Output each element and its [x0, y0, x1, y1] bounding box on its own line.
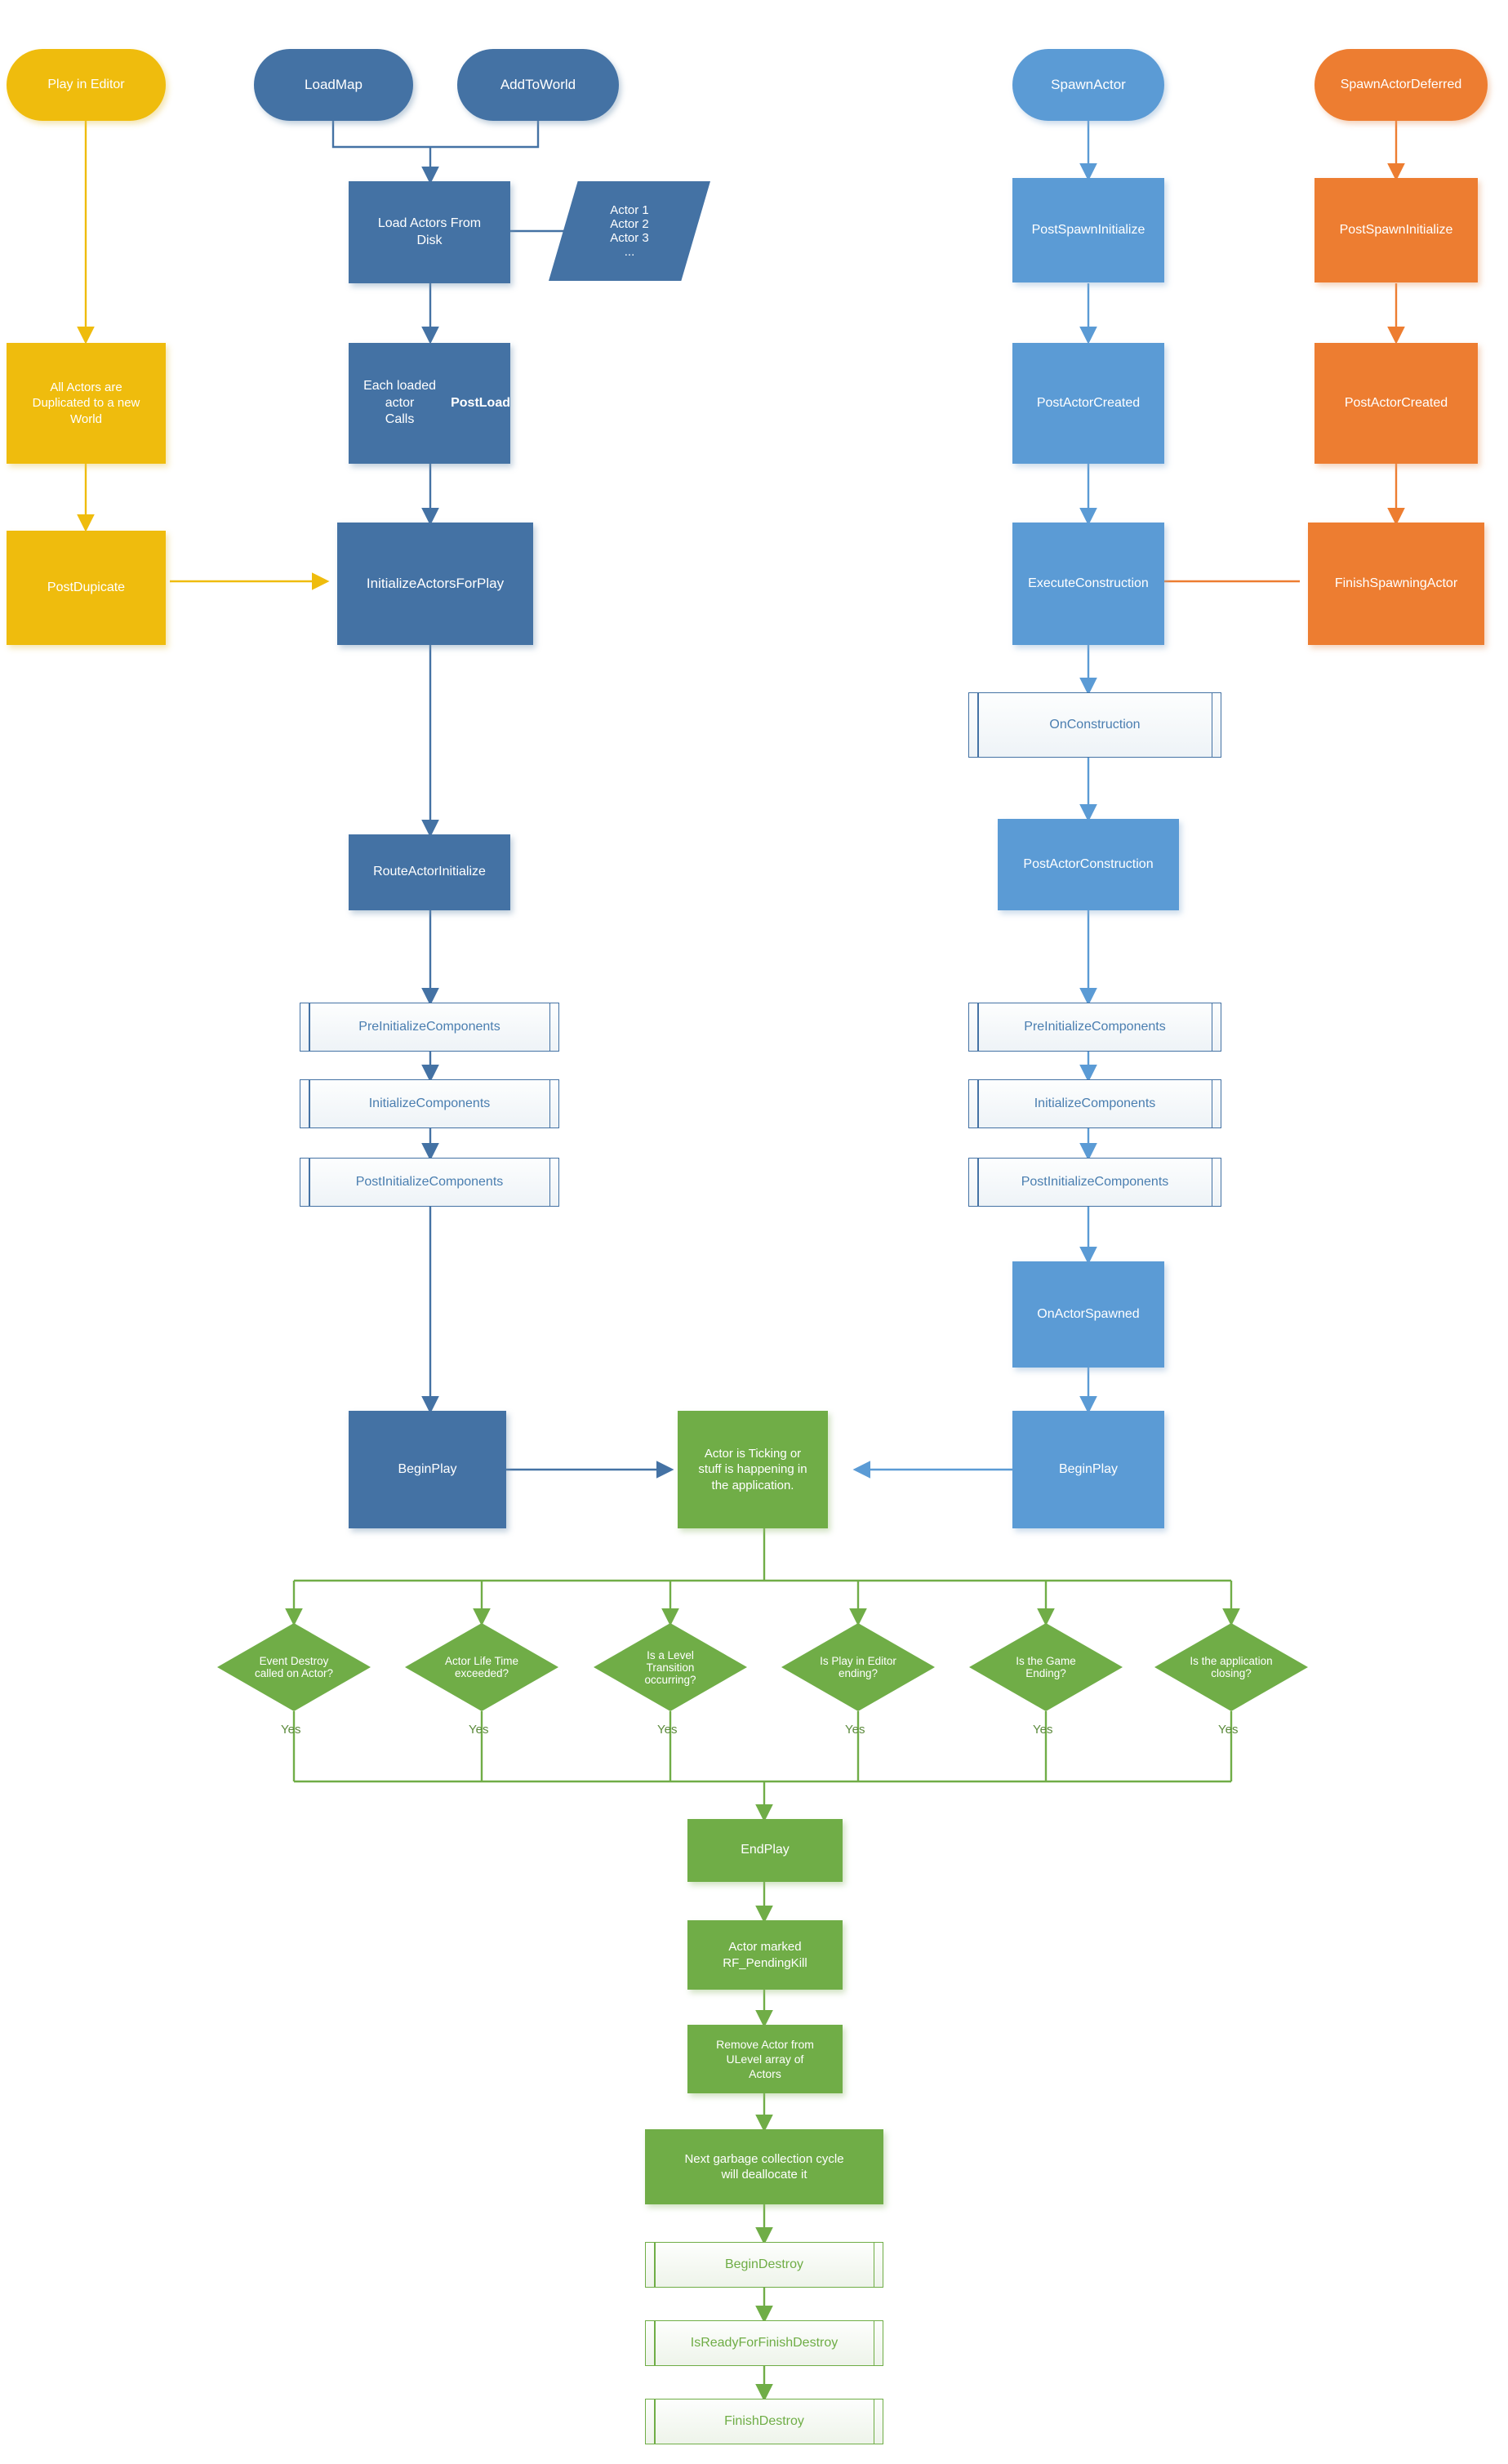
node-post-initialize-components-left[interactable]: PostInitializeComponents	[300, 1158, 559, 1207]
node-initialize-components-left[interactable]: InitializeComponents	[300, 1079, 559, 1128]
node-load-actors-from-disk[interactable]: Load Actors From Disk	[349, 181, 510, 283]
node-next-gc-cycle[interactable]: Next garbage collection cycle will deall…	[645, 2129, 883, 2204]
node-begin-play-left[interactable]: BeginPlay	[349, 1411, 506, 1528]
terminator-addtoworld[interactable]: AddToWorld	[457, 49, 619, 121]
decision-level-transition[interactable]: Is a Level Transition occurring?	[594, 1623, 747, 1711]
node-actor-is-ticking[interactable]: Actor is Ticking or stuff is happening i…	[678, 1411, 828, 1528]
yes-label-play-in-editor-ending: Yes	[845, 1723, 865, 1737]
node-execute-construction[interactable]: ExecuteConstruction	[1012, 523, 1164, 645]
node-post-spawn-initialize-orange[interactable]: PostSpawnInitialize	[1314, 178, 1478, 282]
node-actor-marked-pendingkill[interactable]: Actor marked RF_PendingKill	[687, 1920, 843, 1990]
decision-game-ending[interactable]: Is the Game Ending?	[969, 1623, 1123, 1711]
decision-event-destroy[interactable]: Event Destroy called on Actor?	[217, 1623, 371, 1711]
node-initialize-actors-for-play[interactable]: InitializeActorsForPlay	[337, 523, 533, 645]
node-pre-initialize-components-right[interactable]: PreInitializeComponents	[968, 1003, 1221, 1052]
yes-label-actor-life-time: Yes	[469, 1723, 489, 1737]
node-post-duplicate[interactable]: PostDupicate	[7, 531, 166, 645]
node-initialize-components-right[interactable]: InitializeComponents	[968, 1079, 1221, 1128]
yes-label-game-ending: Yes	[1033, 1723, 1053, 1737]
node-route-actor-initialize[interactable]: RouteActorInitialize	[349, 834, 510, 910]
node-is-ready-for-finish-destroy[interactable]: IsReadyForFinishDestroy	[645, 2320, 883, 2366]
terminator-loadmap[interactable]: LoadMap	[254, 49, 413, 121]
terminator-play-in-editor[interactable]: Play in Editor	[7, 49, 166, 121]
data-actor-list: Actor 1 Actor 2 Actor 3 ...	[549, 181, 710, 281]
node-on-actor-spawned[interactable]: OnActorSpawned	[1012, 1261, 1164, 1368]
node-finish-destroy[interactable]: FinishDestroy	[645, 2399, 883, 2444]
node-begin-destroy[interactable]: BeginDestroy	[645, 2242, 883, 2288]
decision-play-in-editor-ending[interactable]: Is Play in Editor ending?	[781, 1623, 935, 1711]
node-end-play[interactable]: EndPlay	[687, 1819, 843, 1882]
terminator-spawnactor[interactable]: SpawnActor	[1012, 49, 1164, 121]
yes-label-application-closing: Yes	[1218, 1723, 1239, 1737]
yes-label-level-transition: Yes	[657, 1723, 678, 1737]
node-post-actor-construction[interactable]: PostActorConstruction	[998, 819, 1179, 910]
node-pre-initialize-components-left[interactable]: PreInitializeComponents	[300, 1003, 559, 1052]
each-loaded-actor-text: Each loaded actor Calls	[363, 378, 437, 427]
node-post-actor-created-orange[interactable]: PostActorCreated	[1314, 343, 1478, 464]
decision-application-closing[interactable]: Is the application closing?	[1154, 1623, 1308, 1711]
node-post-initialize-components-right[interactable]: PostInitializeComponents	[968, 1158, 1221, 1207]
node-remove-actor-from-ulevel[interactable]: Remove Actor from ULevel array of Actors	[687, 2025, 843, 2093]
node-post-spawn-initialize-blue[interactable]: PostSpawnInitialize	[1012, 178, 1164, 282]
node-each-loaded-actor-postload[interactable]: Each loaded actor Calls PostLoad	[349, 343, 510, 464]
node-all-actors-duplicated[interactable]: All Actors are Duplicated to a new World	[7, 343, 166, 464]
yes-label-event-destroy: Yes	[281, 1723, 301, 1737]
postload-emphasis: PostLoad	[451, 395, 510, 410]
decision-actor-life-time[interactable]: Actor Life Time exceeded?	[405, 1623, 558, 1711]
node-begin-play-right[interactable]: BeginPlay	[1012, 1411, 1164, 1528]
node-on-construction[interactable]: OnConstruction	[968, 692, 1221, 758]
node-finish-spawning-actor[interactable]: FinishSpawningActor	[1308, 523, 1484, 645]
terminator-spawnactordeferred[interactable]: SpawnActorDeferred	[1314, 49, 1488, 121]
node-post-actor-created-blue[interactable]: PostActorCreated	[1012, 343, 1164, 464]
